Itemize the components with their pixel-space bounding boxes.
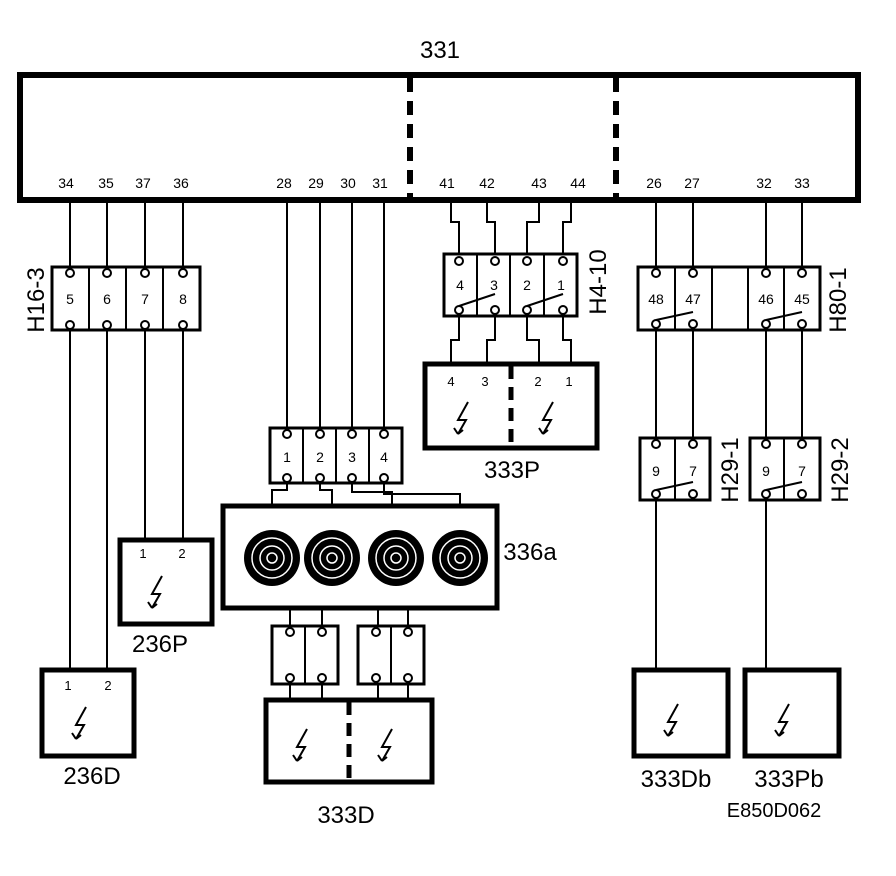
h29-1-label: H29-1: [717, 437, 744, 502]
ecu-pin: 44: [570, 175, 586, 191]
coil-connector-pin: 2: [316, 449, 324, 465]
coil-icon: [431, 529, 489, 587]
h80-1-pin: 48: [648, 291, 664, 307]
ecu-331-box: [17, 72, 861, 203]
wires-h4-10: [450, 203, 572, 364]
h29-2-pin: 7: [798, 463, 806, 479]
ecu-pin: 33: [794, 175, 810, 191]
sensor-236d: [39, 667, 137, 759]
ecu-pin: 43: [531, 175, 547, 191]
ecu-pin: 27: [684, 175, 700, 191]
ecu-pin: 26: [646, 175, 662, 191]
h16-3-pin: 8: [179, 291, 187, 307]
h16-3-pin: 6: [103, 291, 111, 307]
h80-1-connector: [636, 265, 822, 332]
sensor-333p-pin: 3: [481, 374, 488, 389]
ecu-pin: 36: [173, 175, 189, 191]
diagram-code: E850D062: [727, 800, 822, 822]
coil-unit-336a-label: 336a: [503, 539, 557, 566]
sensor-333db: [631, 667, 731, 759]
h29-1-pin: 7: [689, 463, 697, 479]
h4-10-pin: 2: [523, 277, 531, 293]
coil-icon: [303, 529, 361, 587]
h4-10-pin: 1: [557, 277, 565, 293]
coil-connector-terminals: [282, 429, 389, 483]
ecu-pin: 34: [58, 175, 74, 191]
h4-10-label: H4-10: [585, 249, 612, 314]
h29-2-pin: 9: [762, 463, 770, 479]
sensor-236p-label: 236P: [132, 631, 188, 658]
sensor-333db-label: 333Db: [641, 766, 712, 793]
ecu-pin: 31: [372, 175, 388, 191]
sensor-333p-pin: 2: [534, 374, 541, 389]
coil-connector-pin: 4: [380, 449, 388, 465]
ecu-pin: 35: [98, 175, 114, 191]
sensor-236d-pin: 2: [104, 678, 111, 693]
sensor-236p: [117, 537, 215, 627]
ecu-pin: 42: [479, 175, 495, 191]
wires-coil: [271, 203, 461, 700]
sensor-236p-pin: 1: [139, 546, 146, 561]
ecu-pin: 37: [135, 175, 151, 191]
h80-1-pin: 47: [685, 291, 701, 307]
ecu-pin: 41: [439, 175, 455, 191]
coil-icon: [367, 529, 425, 587]
sensor-333p-pin: 1: [565, 374, 572, 389]
sensor-333d-label: 333D: [317, 802, 374, 829]
h29-2-label: H29-2: [827, 437, 854, 502]
coil-connector-pin: 3: [348, 449, 356, 465]
ecu-title: 331: [420, 37, 460, 64]
coil-connector-pin: 1: [283, 449, 291, 465]
sensor-236p-pin: 2: [178, 546, 185, 561]
h4-10-pin: 3: [490, 277, 498, 293]
ecu-pin: 32: [756, 175, 772, 191]
h80-1-label: H80-1: [825, 267, 852, 332]
coil-icon: [243, 529, 301, 587]
h16-3-pin: 5: [66, 291, 74, 307]
sensor-333pb-label: 333Pb: [754, 766, 823, 793]
sensor-236d-pin: 1: [64, 678, 71, 693]
ecu-pin: 29: [308, 175, 324, 191]
h4-10-pin: 4: [456, 277, 464, 293]
sensor-333pb: [742, 667, 842, 759]
h16-3-terminals: [65, 268, 188, 330]
ecu-pin: 30: [340, 175, 356, 191]
h29-1-pin: 9: [652, 463, 660, 479]
ecu-pin-labels: 34 35 37 36 28 29 30 31 41 42 43 44 26 2…: [58, 175, 810, 191]
h16-3-pin: 7: [141, 291, 149, 307]
sensor-236d-label: 236D: [63, 763, 120, 790]
h16-3-label: H16-3: [23, 267, 50, 332]
sensor-333p-label: 333P: [484, 457, 540, 484]
h80-1-pin: 45: [794, 291, 810, 307]
h80-1-pin: 46: [758, 291, 774, 307]
sensor-333p-pin: 4: [447, 374, 454, 389]
ecu-pin: 28: [276, 175, 292, 191]
